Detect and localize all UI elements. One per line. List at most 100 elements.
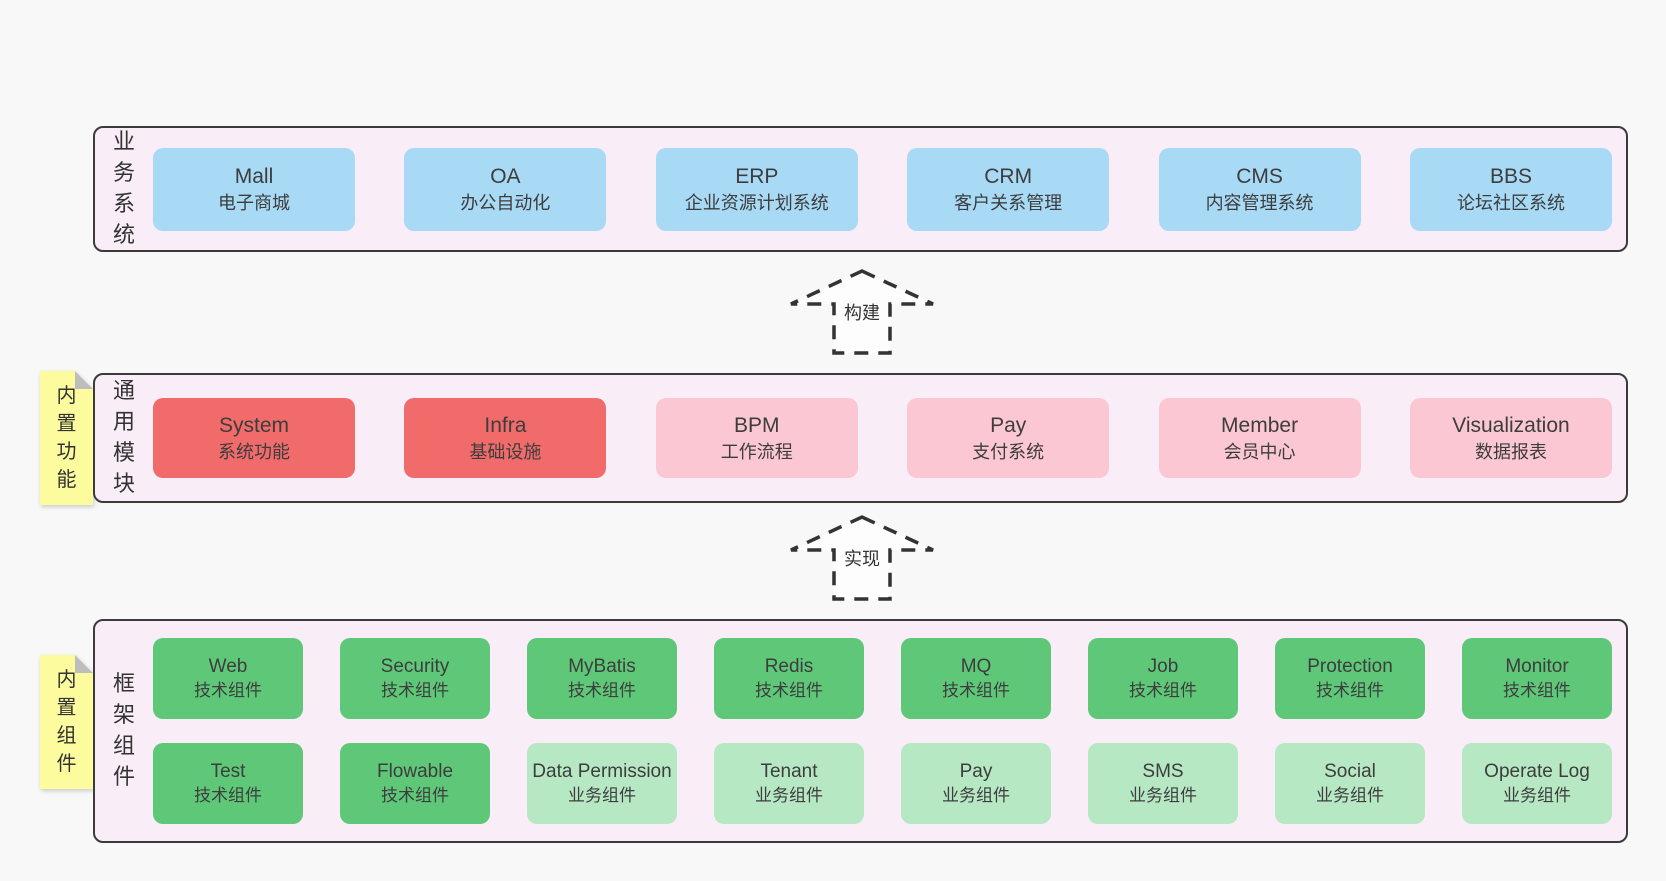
box-subtitle: 业务组件 xyxy=(942,785,1010,805)
box-title: CRM xyxy=(984,164,1033,188)
arrow-label: 构建 xyxy=(841,299,883,325)
component-row: Mall 电子商城 OA 办公自动化 ERP 企业资源计划系统 CRM 客户关系管理 CMS 内容… xyxy=(153,147,1612,231)
box-title: Pay xyxy=(990,413,1027,437)
box-title: OA xyxy=(490,164,521,188)
box-title: BPM xyxy=(734,413,780,437)
box-subtitle: 办公自动化 xyxy=(460,193,551,214)
box-subtitle: 技术组件 xyxy=(1503,680,1571,700)
section-label-text: 业务系统 xyxy=(112,129,135,247)
box-title: Redis xyxy=(764,656,814,678)
section-rows: Mall 电子商城 OA 办公自动化 ERP 企业资源计划系统 CRM 客户关系管理 CMS 内容… xyxy=(153,128,1626,250)
box-subtitle: 客户关系管理 xyxy=(954,193,1063,214)
box-subtitle: 技术组件 xyxy=(194,680,262,700)
sticky-note-body: 内置组件 xyxy=(40,655,93,789)
section-label: 业务系统 xyxy=(95,128,153,250)
box-cms: CMS 内容管理系统 xyxy=(1158,147,1361,231)
sticky-note-label: 内置组件 xyxy=(56,669,77,775)
box-subtitle: 企业资源计划系统 xyxy=(684,193,829,214)
box-title: BBS xyxy=(1489,164,1532,188)
box-title: SMS xyxy=(1142,761,1184,783)
box-subtitle: 业务组件 xyxy=(1316,785,1384,805)
box-subtitle: 内容管理系统 xyxy=(1205,193,1314,214)
arrow-label: 实现 xyxy=(841,545,883,571)
box-subtitle: 技术组件 xyxy=(942,680,1010,700)
box-subtitle: 业务组件 xyxy=(568,785,636,805)
box-bbs: BBS 论坛社区系统 xyxy=(1409,147,1612,231)
section-label: 通用模块 xyxy=(95,375,153,501)
box-title: Data Permission xyxy=(532,761,672,783)
box-title: Mall xyxy=(234,164,274,188)
sticky-note-built-in-functions: 内置功能 xyxy=(40,371,93,505)
box-title: Member xyxy=(1221,413,1299,437)
box-title: Security xyxy=(380,656,450,678)
box-title: ERP xyxy=(735,164,779,188)
box-oa: OA 办公自动化 xyxy=(404,147,607,231)
sticky-note-body: 内置功能 xyxy=(40,371,93,505)
box-title: CMS xyxy=(1236,164,1283,188)
box-title: MQ xyxy=(960,656,992,678)
box-subtitle: 工作流程 xyxy=(720,442,793,463)
box-bpm: BPM 工作流程 xyxy=(655,398,858,478)
box-subtitle: 技术组件 xyxy=(568,680,636,700)
box-subtitle: 技术组件 xyxy=(1129,680,1197,700)
box-visualization: Visualization 数据报表 xyxy=(1409,398,1612,478)
box-title: Operate Log xyxy=(1484,761,1590,783)
box-title: System xyxy=(218,413,289,437)
box-title: MyBatis xyxy=(568,656,636,678)
section-business-systems: 业务系统 Mall 电子商城 OA 办公自动化 ERP 企业资源计划系统 CRM 客户关系管理… xyxy=(93,126,1628,252)
box-subtitle: 技术组件 xyxy=(381,680,449,700)
sticky-note-built-in-components: 内置组件 xyxy=(40,655,93,789)
box-title: Web xyxy=(208,656,248,678)
box-subtitle: 电子商城 xyxy=(218,193,290,214)
box-subtitle: 业务组件 xyxy=(1129,785,1197,805)
box-title: Infra xyxy=(484,413,527,437)
arrow-build: 构建 xyxy=(782,268,942,356)
arrow-implement: 实现 xyxy=(782,514,942,602)
box-subtitle: 技术组件 xyxy=(755,680,823,700)
box-title: Monitor xyxy=(1505,656,1569,678)
box-title: Social xyxy=(1324,761,1376,783)
folded-corner-icon xyxy=(75,371,93,389)
box-title: Visualization xyxy=(1452,413,1570,437)
box-crm: CRM 客户关系管理 xyxy=(907,147,1110,231)
box-subtitle: 论坛社区系统 xyxy=(1456,193,1565,214)
box-subtitle: 数据报表 xyxy=(1474,442,1547,463)
section-label-text: 通用模块 xyxy=(112,378,135,496)
box-subtitle: 技术组件 xyxy=(381,785,449,805)
box-subtitle: 技术组件 xyxy=(194,785,262,805)
section-label: 框架组件 xyxy=(95,621,153,841)
box-title: Pay xyxy=(959,761,993,783)
box-title: Test xyxy=(210,761,246,783)
sticky-note-label: 内置功能 xyxy=(56,385,77,491)
box-subtitle: 业务组件 xyxy=(1503,785,1571,805)
box-title: Job xyxy=(1147,656,1179,678)
box-subtitle: 技术组件 xyxy=(1316,680,1384,700)
box-erp: ERP 企业资源计划系统 xyxy=(655,147,858,231)
box-title: Flowable xyxy=(376,761,454,783)
box-title: Tenant xyxy=(760,761,818,783)
